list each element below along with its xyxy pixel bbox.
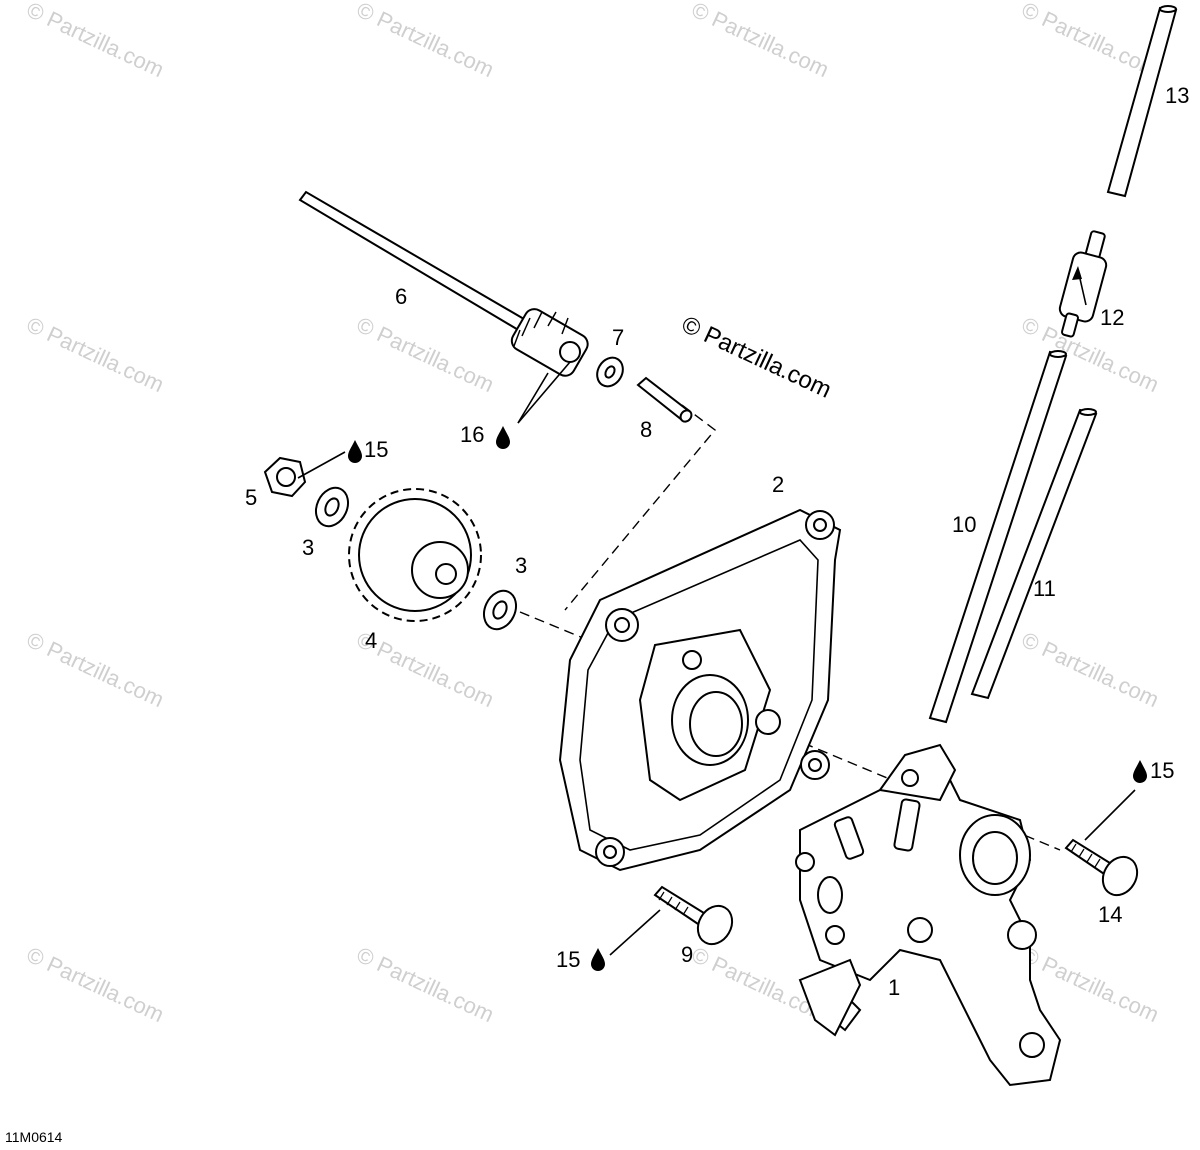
oil-pump	[795, 743, 1062, 1087]
watermark: © Partzilla.com	[23, 627, 168, 712]
watermark: © Partzilla.com	[353, 312, 498, 397]
washer-left	[314, 486, 350, 528]
watermark: © Partzilla.com	[353, 942, 498, 1027]
callout-15-nut: 15	[364, 437, 388, 462]
watermark: © Partzilla.com	[23, 942, 168, 1027]
hose-10	[928, 350, 1068, 724]
screw-9	[653, 885, 734, 946]
center-watermark: © Partzilla.com	[677, 311, 835, 404]
callout-8: 8	[640, 417, 652, 442]
callout-7: 7	[612, 325, 624, 350]
callout-4: 4	[365, 628, 377, 653]
callout-12: 12	[1100, 305, 1124, 330]
pin	[636, 376, 693, 423]
leader-lines	[297, 361, 1136, 956]
watermark: © Partzilla.com	[1018, 0, 1163, 82]
inline-filter	[1058, 230, 1108, 338]
watermark: © Partzilla.com	[1018, 627, 1163, 712]
drop-icon	[496, 426, 510, 449]
callout-15-screw-9: 15	[556, 947, 580, 972]
callout-1: 1	[888, 975, 900, 1000]
watermark: © Partzilla.com	[688, 0, 833, 82]
callouts: 1 2 3 3 4 5 6 7 8 9 10 11 12 13 14 15 15…	[245, 83, 1189, 1000]
callout-2: 2	[772, 472, 784, 497]
drop-icon	[348, 440, 362, 463]
callout-15-screw-14: 15	[1150, 758, 1174, 783]
watermark: © Partzilla.com	[353, 0, 498, 82]
nut	[263, 456, 307, 498]
callout-14: 14	[1098, 902, 1122, 927]
washer-small	[596, 356, 624, 388]
callout-13: 13	[1165, 83, 1189, 108]
drop-icon	[1133, 760, 1147, 783]
drop-icons	[348, 426, 1147, 971]
large-gear	[348, 488, 482, 622]
callout-16: 16	[460, 422, 484, 447]
screw-14	[1064, 838, 1139, 897]
callout-11: 11	[1033, 576, 1056, 601]
callout-6: 6	[395, 284, 407, 309]
hose-13	[1106, 5, 1178, 198]
callout-3-right: 3	[515, 553, 527, 578]
drive-shaft	[298, 190, 589, 377]
hose-11	[970, 408, 1098, 700]
callout-10: 10	[952, 512, 976, 537]
callout-5: 5	[245, 485, 257, 510]
watermark: © Partzilla.com	[23, 0, 168, 82]
washer-right	[482, 589, 518, 631]
callout-3-left: 3	[302, 535, 314, 560]
drop-icon	[591, 948, 605, 971]
callout-9: 9	[681, 942, 693, 967]
watermark: © Partzilla.com	[23, 312, 168, 397]
cover-plate	[558, 508, 842, 872]
diagram-reference-code: 11M0614	[5, 1129, 63, 1145]
